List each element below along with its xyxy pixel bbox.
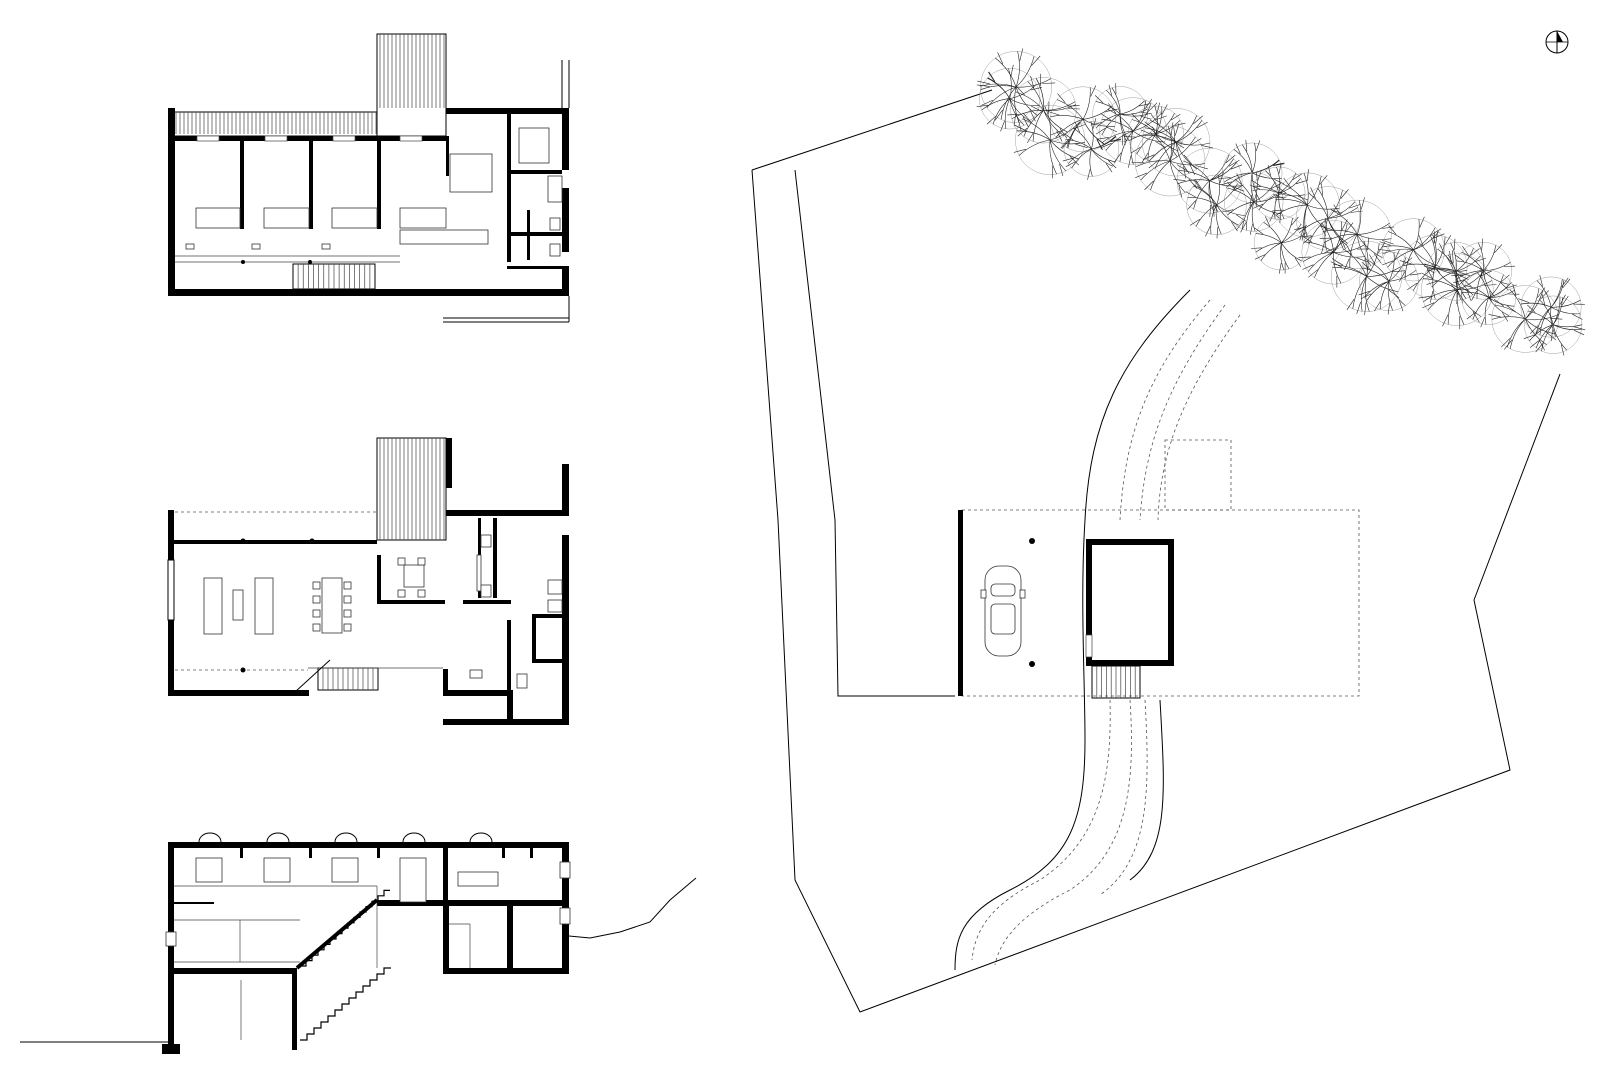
ground-floor-plan bbox=[167, 437, 569, 725]
stair-ground bbox=[317, 667, 379, 691]
stair-upper bbox=[292, 263, 376, 290]
terrace-slats-ground bbox=[376, 437, 447, 541]
site-stair bbox=[1091, 665, 1141, 699]
car-icon bbox=[980, 565, 1026, 657]
tree-row bbox=[976, 48, 1586, 356]
balcony-strip bbox=[172, 111, 378, 137]
upper-floor-plan bbox=[168, 33, 570, 323]
terrace-slats bbox=[376, 33, 447, 137]
site-plan bbox=[751, 48, 1586, 1013]
section-stair bbox=[295, 889, 391, 1041]
north-arrow-icon bbox=[1545, 30, 1569, 54]
building-section bbox=[20, 832, 697, 1054]
